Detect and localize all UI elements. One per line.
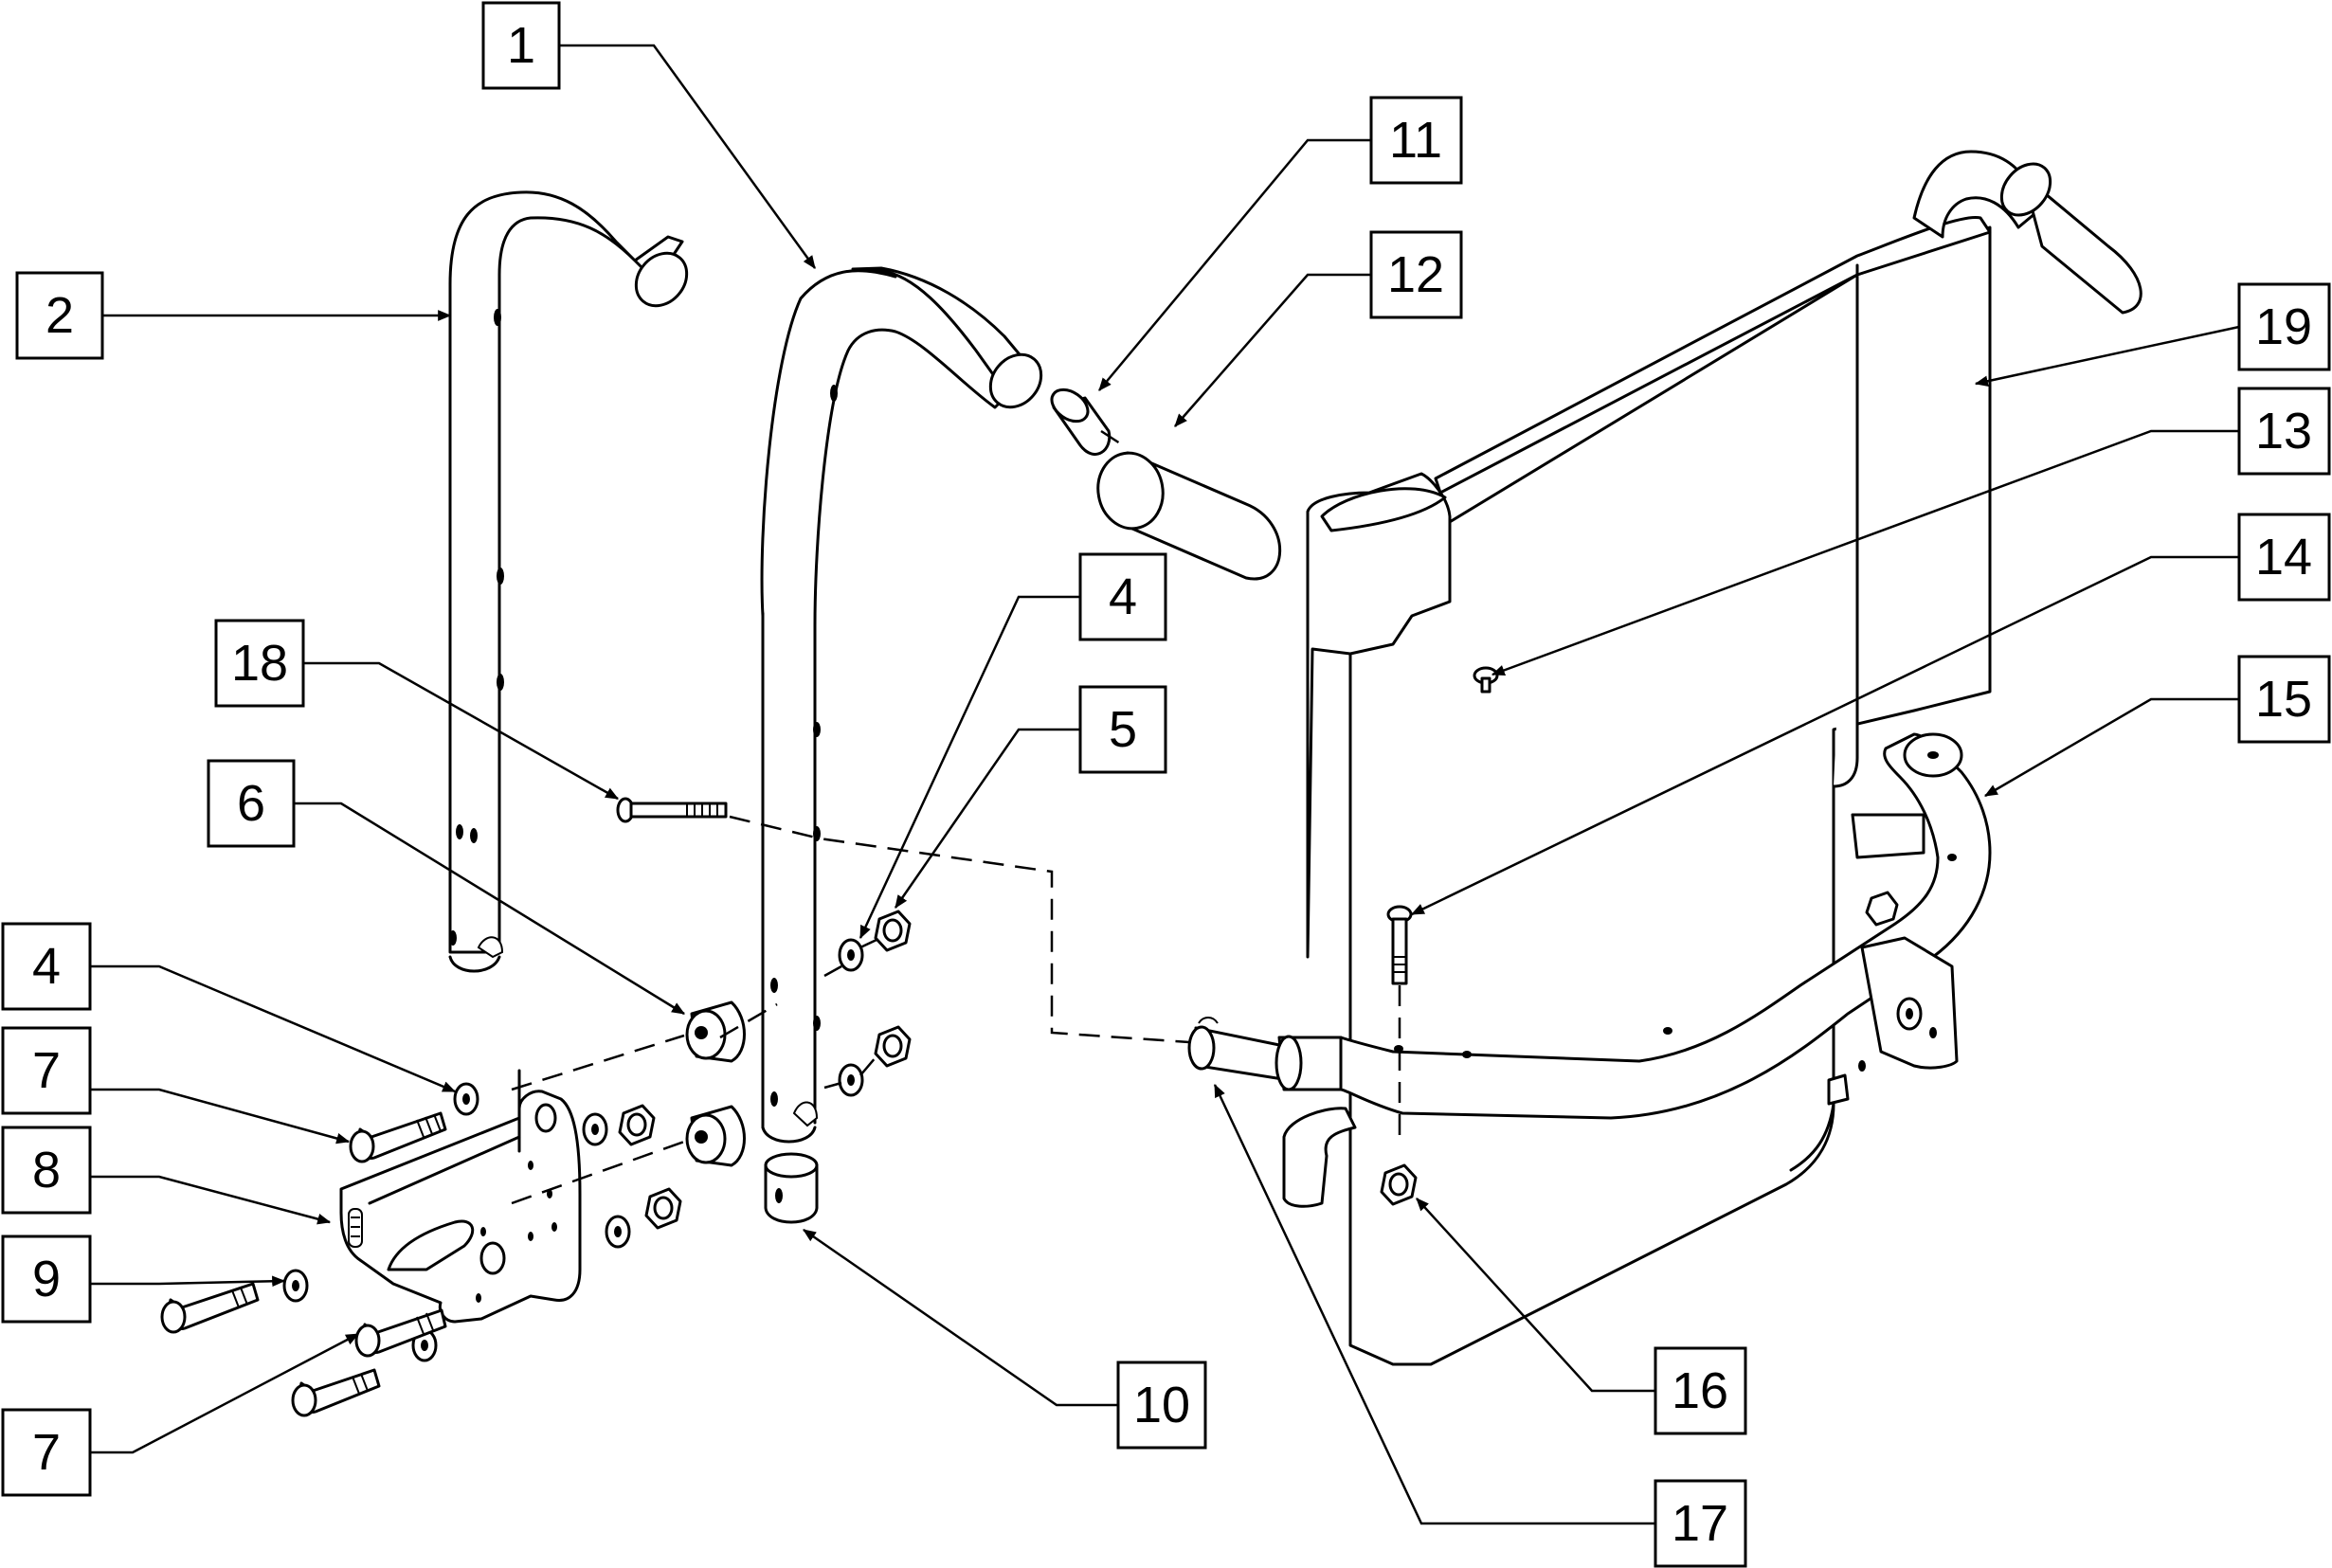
- callout-1: 1: [481, 1, 561, 90]
- callout-16: 16: [1654, 1346, 1747, 1435]
- side-frame-part-15: [1339, 732, 1992, 1120]
- receiver-part-17: [1187, 1017, 1343, 1091]
- callout-label-7-lower: 7: [32, 1424, 61, 1481]
- callout-label-18: 18: [231, 635, 288, 692]
- callout-label-9: 9: [32, 1251, 61, 1307]
- callout-5: 5: [1078, 685, 1167, 774]
- assembly-lines: [511, 429, 1190, 1205]
- callout-label-19: 19: [2255, 298, 2312, 355]
- callout-8: 8: [1, 1126, 92, 1215]
- callout-label-8: 8: [32, 1142, 61, 1199]
- callout-13: 13: [2237, 387, 2331, 476]
- push-handle-tube-part-1: [760, 266, 1043, 1144]
- callout-label-14: 14: [2255, 529, 2312, 586]
- callout-label-13: 13: [2255, 403, 2312, 460]
- spacer-part-6: [685, 1000, 746, 1167]
- callout-label-12: 12: [1387, 246, 1444, 303]
- callout-14: 14: [2237, 513, 2331, 602]
- callout-4-left: 4: [1, 922, 92, 1011]
- callout-label-5: 5: [1109, 701, 1137, 758]
- mounting-plate-part-8: [339, 1069, 582, 1324]
- callout-label-10: 10: [1133, 1377, 1190, 1433]
- callout-4-center: 4: [1078, 552, 1167, 641]
- callout-7-lower: 7: [1, 1408, 92, 1497]
- hand-grip-part-12: [1096, 451, 1282, 581]
- callout-label-2: 2: [45, 287, 74, 344]
- callout-label-1: 1: [507, 17, 535, 74]
- callout-label-11: 11: [1389, 112, 1442, 169]
- rear-handle-right: [1912, 150, 2142, 315]
- callout-2: 2: [15, 271, 104, 360]
- callout-label-15: 15: [2255, 671, 2312, 728]
- callout-19: 19: [2237, 282, 2331, 371]
- callout-9: 9: [1, 1235, 92, 1324]
- plug-part-11: [1050, 387, 1112, 456]
- callout-12: 12: [1369, 230, 1463, 319]
- callout-10: 10: [1116, 1361, 1207, 1450]
- strap-clip: [1282, 1107, 1357, 1208]
- callout-18: 18: [214, 619, 305, 708]
- callout-15: 15: [2237, 655, 2331, 744]
- bolt-part-14: [1386, 905, 1413, 1137]
- callout-6: 6: [207, 759, 296, 848]
- push-handle-tube-part-2: [448, 190, 689, 973]
- leader-lines: [90, 44, 2240, 1525]
- bushing-part-10: [764, 1152, 819, 1224]
- callout-label-6: 6: [237, 775, 265, 832]
- callout-7-upper: 7: [1, 1026, 92, 1115]
- callout-label-4-left: 4: [32, 938, 61, 995]
- callout-label-4-center: 4: [1109, 568, 1137, 625]
- callout-11: 11: [1369, 96, 1463, 185]
- long-bolt-part-18: [616, 797, 728, 823]
- callout-17: 17: [1654, 1479, 1747, 1568]
- callout-label-16: 16: [1672, 1362, 1728, 1419]
- callout-label-17: 17: [1672, 1495, 1728, 1552]
- bolts-and-washers-left: [160, 1082, 682, 1417]
- nut-part-16: [1380, 1163, 1418, 1206]
- callout-label-7-upper: 7: [32, 1042, 61, 1099]
- washers-and-nuts-center: [838, 910, 912, 1097]
